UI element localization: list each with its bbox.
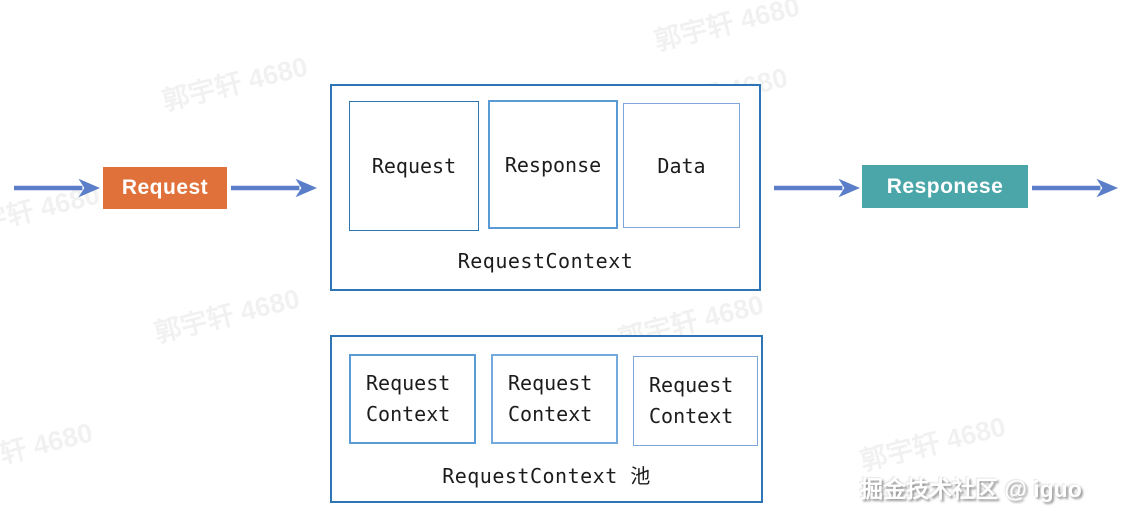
request-context-label: RequestContext — [457, 249, 634, 273]
response-tag: Responese — [862, 165, 1028, 208]
community-credit-watermark: 掘金技术社区 @ iguo — [860, 476, 1082, 502]
context-item-request: Request — [349, 101, 479, 231]
pool-item: Request Context — [633, 356, 758, 446]
pool-item: Request Context — [349, 354, 476, 444]
request-context-pool-box: Request Context Request Context Request … — [330, 335, 763, 503]
context-item-data: Data — [623, 103, 740, 228]
pool-item-line: Context — [649, 404, 734, 428]
pool-item-line: Request — [508, 371, 593, 395]
request-context-box: Request Response Data RequestContext — [330, 84, 761, 291]
request-context-pool-label: RequestContext 池 — [442, 464, 651, 488]
pool-item-line: Request — [649, 373, 734, 397]
pool-item-line: Request — [366, 371, 451, 395]
context-item-response: Response — [488, 100, 618, 229]
diagonal-watermark: 郭宇轩 4680 — [151, 283, 303, 349]
pool-item-line: Context — [366, 402, 451, 426]
pool-item: Request Context — [491, 354, 618, 444]
diagonal-watermark: 郭宇轩 4680 — [857, 411, 1009, 477]
pool-item-line: Context — [508, 402, 593, 426]
flow-arrow-icon — [231, 178, 317, 198]
diagonal-watermark: 郭宇轩 4680 — [651, 0, 803, 57]
flow-arrow-icon — [14, 178, 100, 198]
request-tag: Request — [103, 167, 227, 209]
diagonal-watermark: 郭宇轩 4680 — [0, 417, 96, 483]
flow-arrow-icon — [774, 178, 860, 198]
diagonal-watermark: 郭宇轩 4680 — [159, 51, 311, 117]
flow-arrow-icon — [1032, 178, 1118, 198]
